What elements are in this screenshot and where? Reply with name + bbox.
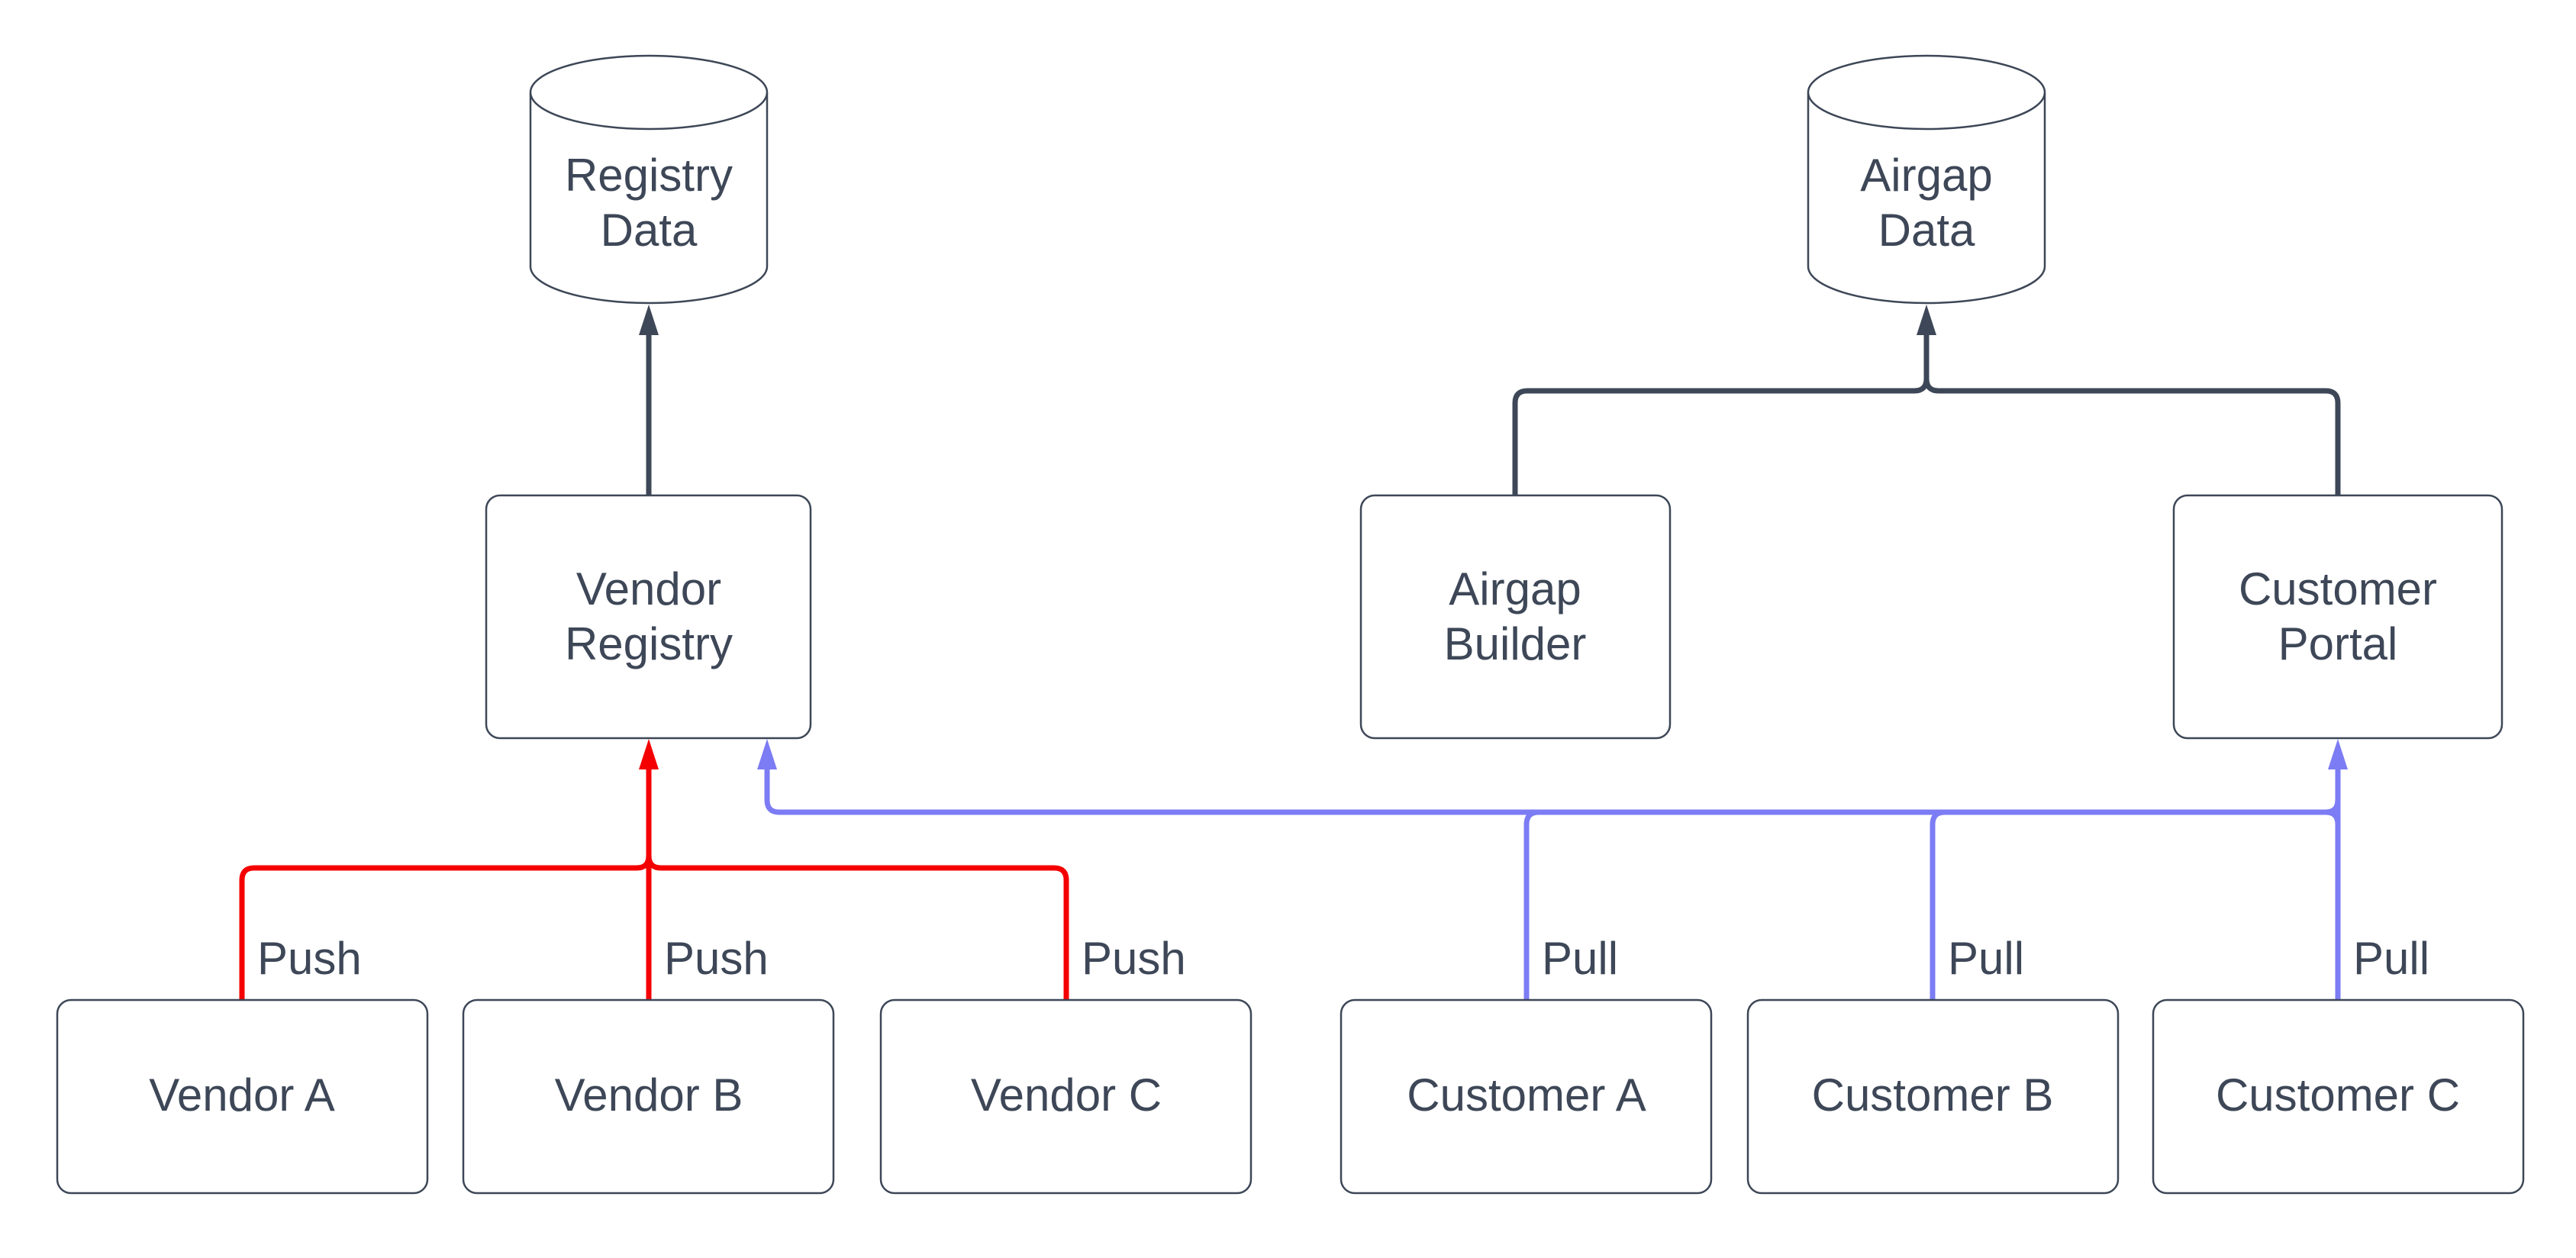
customer-c-box [2152,998,2525,1195]
airgap-data-cylinder-body [1807,92,2046,305]
vendor-a-box [56,998,429,1195]
edge-airgap-builder-to-airgap-data [1512,334,1930,495]
node-customer-b: Customer B [1746,998,2120,1195]
customer-portal-label-line1: Customer [2239,563,2437,614]
airgap-builder-box [1359,494,1672,740]
customer-portal-label-line2: Portal [2278,618,2398,669]
node-vendor-b: Vendor B [462,998,835,1195]
node-customer-portal: Customer Portal [2172,494,2503,740]
registry-data-label-line1: Registry [565,150,733,201]
edge-label-push-vendor-c: Push [1082,933,1186,984]
vendor-b-box [462,998,835,1195]
customer-portal-box [2172,494,2503,740]
arrowhead-pull-vendor-registry [757,739,777,769]
edge-customer-portal-to-airgap-data [1923,334,2341,495]
edge-label-pull-customer-a: Pull [1542,933,1618,984]
edge-labels: Push Push Push Pull Pull Pull [257,933,2429,984]
node-customer-c: Customer C [2152,998,2525,1195]
vendor-b-label: Vendor B [555,1069,743,1121]
node-registry-data: Registry Data [529,54,769,305]
registry-data-label-line2: Data [601,205,698,256]
airgap-data-cylinder-top [1807,54,2046,131]
registry-data-cylinder-top [529,54,769,131]
registry-data-cylinder-body [529,92,769,305]
edge-label-push-vendor-a: Push [257,933,362,984]
airgap-data-label-line1: Airgap [1860,150,1992,201]
customer-b-box [1746,998,2120,1195]
edge-label-push-vendor-b: Push [664,933,769,984]
arrowhead-airgap-data [1917,305,1936,335]
vendor-c-label: Vendor C [971,1069,1162,1121]
arrowhead-push-vendor-registry [639,739,659,769]
vendor-a-label: Vendor A [149,1069,335,1121]
node-airgap-builder: Airgap Builder [1359,494,1672,740]
customer-b-label: Customer B [1812,1069,2054,1121]
node-customer-a: Customer A [1340,998,1713,1195]
node-airgap-data: Airgap Data [1807,54,2046,305]
vendor-registry-label-line2: Registry [565,618,733,669]
airgap-builder-label-line2: Builder [1444,618,1587,669]
airgap-data-label-line2: Data [1878,205,1975,256]
edge-pull-customer-c-to-registry [764,768,2341,1000]
node-vendor-c: Vendor C [879,998,1253,1195]
node-vendor-a: Vendor A [56,998,429,1195]
arrowhead-registry-data [639,305,659,335]
edge-group-dark [639,305,2341,495]
airgap-builder-label-line1: Airgap [1449,563,1581,614]
edge-group-push [239,739,1069,1000]
customer-a-box [1340,998,1713,1195]
node-vendor-registry: Vendor Registry [485,494,812,740]
arrowhead-pull-customer-portal [2328,739,2348,769]
vendor-c-box [879,998,1253,1195]
edge-label-pull-customer-b: Pull [1948,933,2024,984]
customer-a-label: Customer A [1407,1069,1646,1121]
vendor-registry-label-line1: Vendor [576,563,721,614]
edge-label-pull-customer-c: Pull [2353,933,2429,984]
edge-group-pull [757,739,2348,1000]
customer-c-label: Customer C [2216,1069,2460,1121]
vendor-registry-box [485,494,812,740]
edge-push-vendor-c [646,768,1069,1000]
